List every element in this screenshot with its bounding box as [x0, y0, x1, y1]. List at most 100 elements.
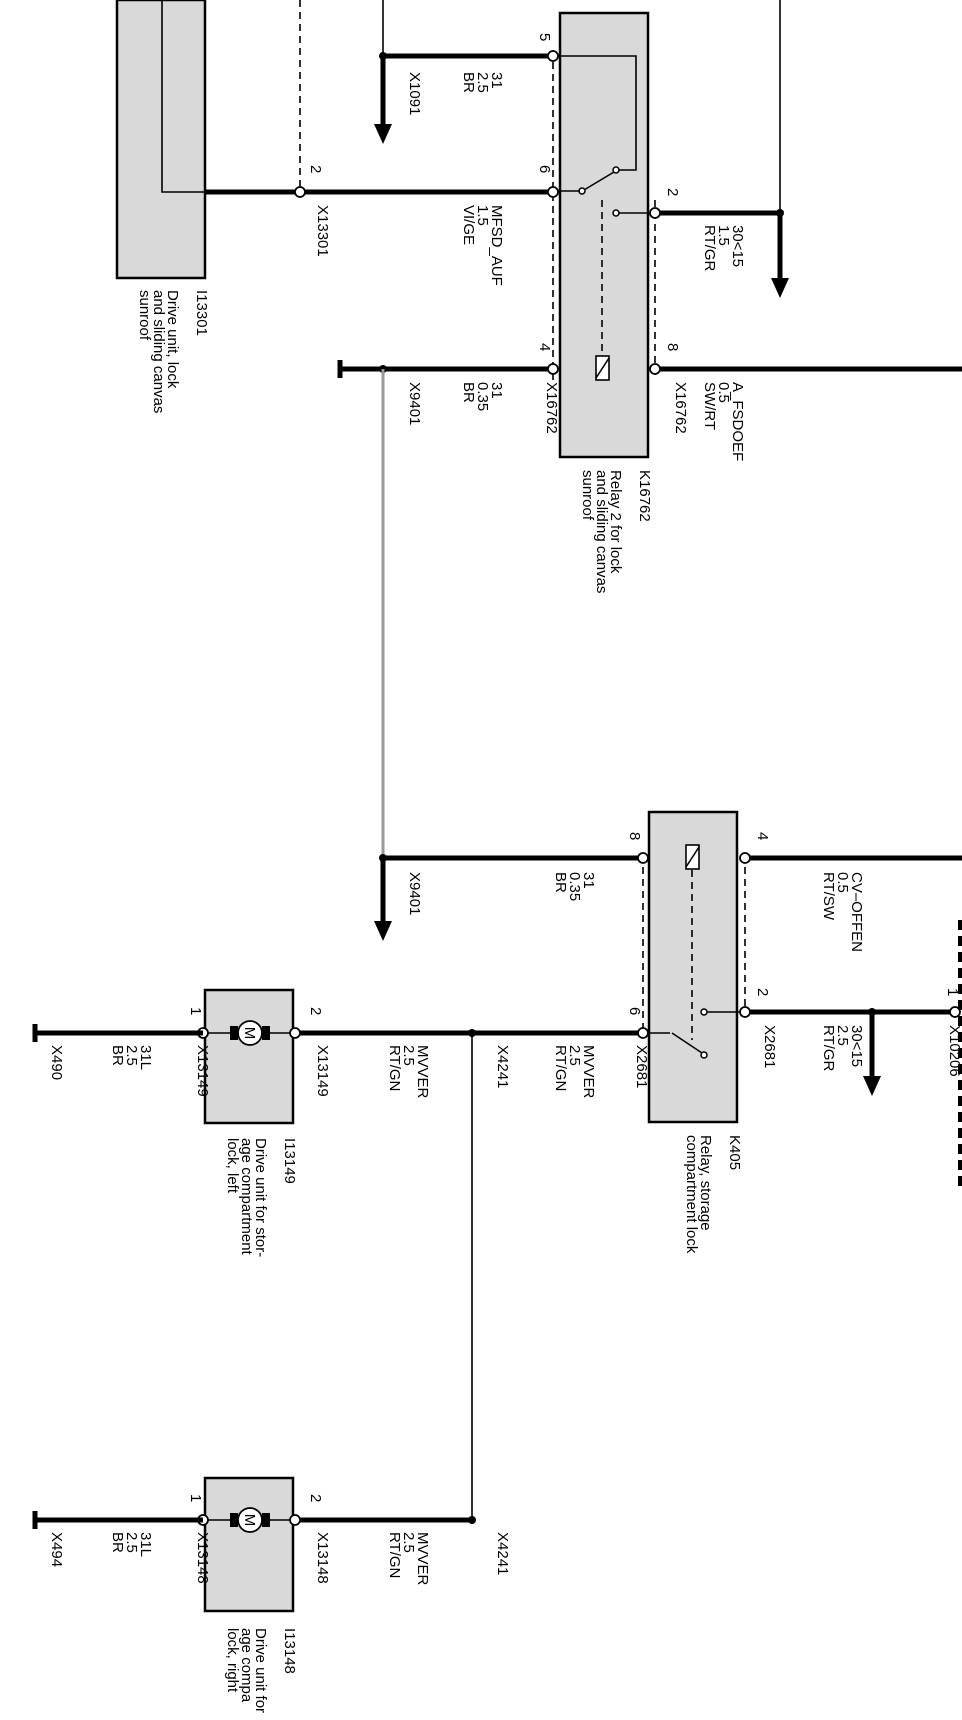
relay-switch-icon: [612, 166, 620, 174]
motor-label-right: M: [241, 1514, 258, 1527]
wire-label-line-1: 30<15: [848, 1025, 865, 1067]
connector-pin-icon: [289, 1027, 301, 1039]
connector-pin-icon: [547, 363, 559, 375]
relay-k405-switch-arm: [671, 1032, 703, 1054]
component-id: K405: [726, 1135, 743, 1170]
wire-label-line-1: CV–OFFEN: [848, 872, 865, 952]
wire-label-line-1: 31: [488, 72, 505, 89]
connector-pin-icon: [294, 186, 306, 198]
wire-label-line-1: 31: [488, 382, 505, 399]
wire-label-line-1: 31: [580, 872, 597, 889]
relay-switch-icon: [700, 1051, 708, 1059]
wire-label-line-2: 2.5: [123, 1045, 140, 1066]
wire-label-line-3: BR: [109, 1045, 126, 1066]
relay-contact-icon: [612, 209, 620, 217]
connector-pin-icon: [649, 363, 661, 375]
component-desc-line-1: Relay 2 for lock: [607, 470, 624, 574]
wire-label-line-1: 30<15: [729, 225, 746, 267]
connector-label: X4241: [494, 1045, 511, 1088]
pin-number: 2: [664, 188, 681, 196]
wire-label-line-3: VI/GE: [460, 205, 477, 245]
connector-label: X10206: [946, 1025, 962, 1077]
connector-label: X13148: [314, 1532, 331, 1584]
connector-label: X13301: [314, 205, 331, 257]
pin-number: 2: [307, 165, 324, 173]
wire-label-line-2: 0.5: [834, 872, 851, 893]
relay-k16762-internal-line: [555, 55, 637, 171]
pin-number: 4: [754, 832, 771, 840]
pin-number: 2: [307, 1494, 324, 1502]
wire-label-line-2: 2.5: [123, 1532, 140, 1553]
component-desc-line-2: and sliding canvas: [593, 470, 610, 593]
component-id: K16762: [636, 470, 653, 522]
connector-pin-icon: [949, 1006, 961, 1018]
component-desc-line-2: and sliding canvas: [150, 290, 167, 413]
wire-label-line-2: 2.5: [566, 1045, 583, 1066]
pin-number: 1: [944, 988, 961, 996]
splice-dot-icon: [468, 1516, 476, 1524]
wire-label-line-3: BR: [460, 72, 477, 93]
connector-pin-icon: [649, 207, 661, 219]
pin-number: 6: [626, 1007, 643, 1015]
wire-label-line-3: BR: [109, 1532, 126, 1553]
pin-number: 2: [307, 1007, 324, 1015]
drive-unit-inner-line: [161, 0, 205, 193]
relay-contact-icon: [700, 1008, 708, 1016]
drive-unit-right-box: [203, 1476, 295, 1613]
component-desc-line-2: compartment lock: [683, 1135, 700, 1254]
motor-icon: M: [230, 1020, 270, 1046]
connector-label: X2681: [761, 1025, 778, 1068]
component-id: I13149: [281, 1138, 298, 1184]
wire-label-line-1: A_FSDOEF: [729, 382, 746, 461]
wire-label-line-3: BR: [460, 382, 477, 403]
wire-label-line-2: 1.5: [474, 205, 491, 226]
connector-label: X4241: [494, 1532, 511, 1575]
wire-label-line-2: 2.5: [834, 1025, 851, 1046]
connector-label: X9401: [406, 382, 423, 425]
relay-k16762-box: [558, 11, 650, 459]
component-desc-line-2: age compartment: [238, 1138, 255, 1256]
pin-number: 8: [664, 343, 681, 351]
wire-label-line-2: 0.5: [715, 382, 732, 403]
wire-label-line-2: 0.35: [566, 872, 583, 901]
connector-pin-icon: [739, 1006, 751, 1018]
wire-label-line-1: MVVER: [580, 1045, 597, 1099]
component-desc-line-3: sunroof: [136, 290, 153, 341]
connector-pin-icon: [289, 1514, 301, 1526]
connector-label: X13149: [194, 1045, 211, 1097]
pin-number: 8: [626, 832, 643, 840]
component-desc-line-2: age compa: [238, 1628, 255, 1703]
wire-label-line-1: 31L: [137, 1532, 154, 1557]
relay-coil-slash: [685, 846, 700, 868]
pin-number: 5: [536, 33, 553, 41]
component-desc-line-3: lock, left: [224, 1138, 241, 1194]
wire-label-line-3: BR: [552, 872, 569, 893]
down-arrow-icon: [863, 1076, 881, 1096]
wire-label-line-3: RT/SW: [820, 872, 837, 921]
connector-label: X16762: [543, 382, 560, 434]
wire-label-line-2: 2.5: [474, 72, 491, 93]
wire-label-line-3: RT/GR: [820, 1025, 837, 1072]
component-id: I13301: [193, 290, 210, 336]
pin-number: 4: [536, 343, 553, 351]
component-desc-line-1: Drive unit for: [252, 1628, 269, 1713]
wire-label-line-2: 2.5: [400, 1532, 417, 1553]
wire-label-line-3: RT/GN: [386, 1532, 403, 1578]
component-desc-line-1: Drive unit for stor-: [252, 1138, 269, 1257]
component-desc-line-1: Relay, storage: [697, 1135, 714, 1231]
connector-pin-icon: [739, 852, 751, 864]
wire-label-line-1: 31L: [137, 1045, 154, 1070]
wire-label-line-2: 0.35: [474, 382, 491, 411]
connector-label: X16762: [672, 382, 689, 434]
wire-label-line-3: RT/GN: [386, 1045, 403, 1091]
relay-coil-slash: [595, 357, 610, 379]
connector-label: X1091: [406, 72, 423, 115]
component-desc-line-3: lock, right: [224, 1628, 241, 1693]
wire-label-line-3: RT/GN: [552, 1045, 569, 1091]
wire-label-line-1: MVVER: [414, 1532, 431, 1586]
connector-label: X13148: [194, 1532, 211, 1584]
connector-pin-icon: [547, 50, 559, 62]
